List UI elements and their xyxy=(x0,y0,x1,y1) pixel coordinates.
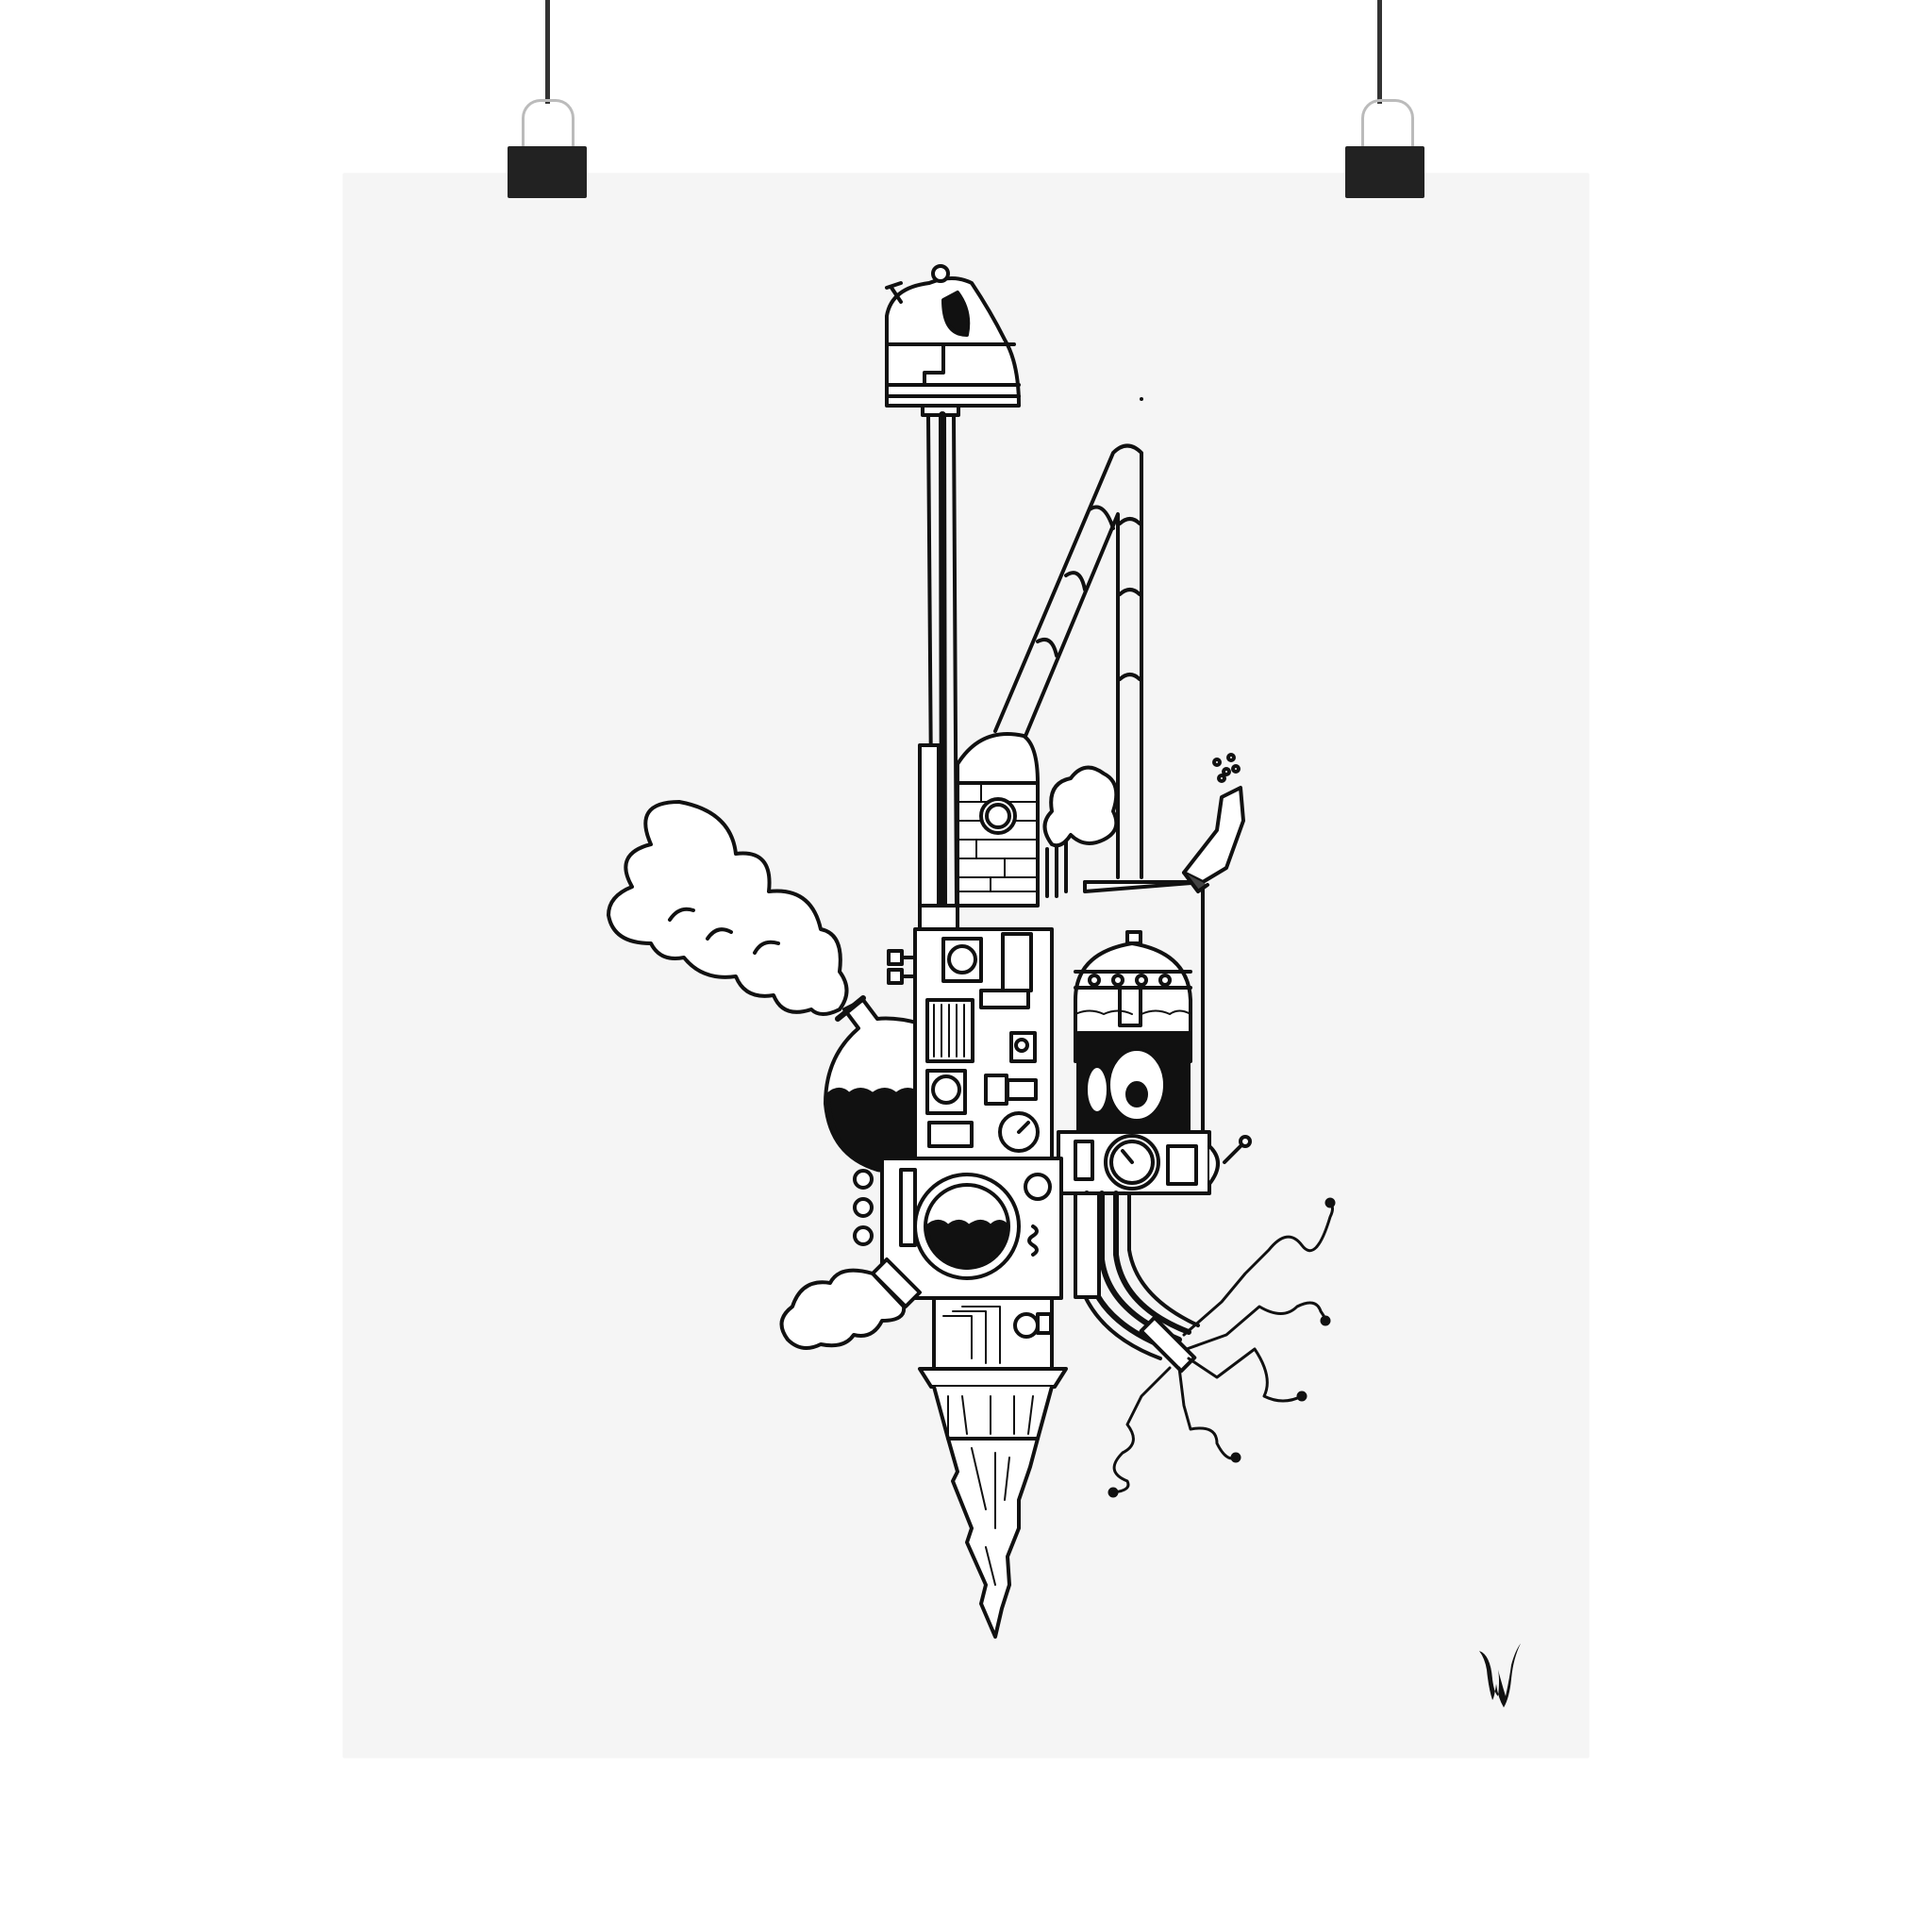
right-binder-clip-icon xyxy=(1345,146,1424,198)
cable-bundle-icon xyxy=(1074,1191,1200,1374)
right-frame xyxy=(1083,880,1205,1134)
small-smoke-cloud-icon xyxy=(1042,765,1119,898)
moka-coffee-pot-icon xyxy=(1182,753,1245,893)
brick-chimney-icon xyxy=(918,732,1040,908)
bent-exhaust-pipe-icon xyxy=(993,443,1143,879)
round-flask-icon xyxy=(824,995,922,1174)
piston-chamber-icon xyxy=(1074,930,1195,1151)
left-binder-clip-icon xyxy=(508,146,587,198)
circuit-board-nozzle-icon xyxy=(918,1296,1068,1441)
smoke-cloud-large-icon xyxy=(607,800,849,1016)
left-string xyxy=(545,0,550,104)
lower-smoke-cloud-icon xyxy=(779,1257,922,1350)
artist-signature-icon xyxy=(1479,1643,1521,1707)
left-clip-wire xyxy=(522,99,575,154)
right-string xyxy=(1377,0,1382,104)
top-boiler-helmet-icon xyxy=(885,264,1021,417)
right-gauge-panel-icon xyxy=(1057,1130,1252,1195)
tentacles-icon xyxy=(1108,1197,1336,1498)
control-panel-icon xyxy=(887,904,1054,1172)
right-clip-wire xyxy=(1361,99,1414,154)
rocket-flame-icon xyxy=(946,1437,1040,1639)
